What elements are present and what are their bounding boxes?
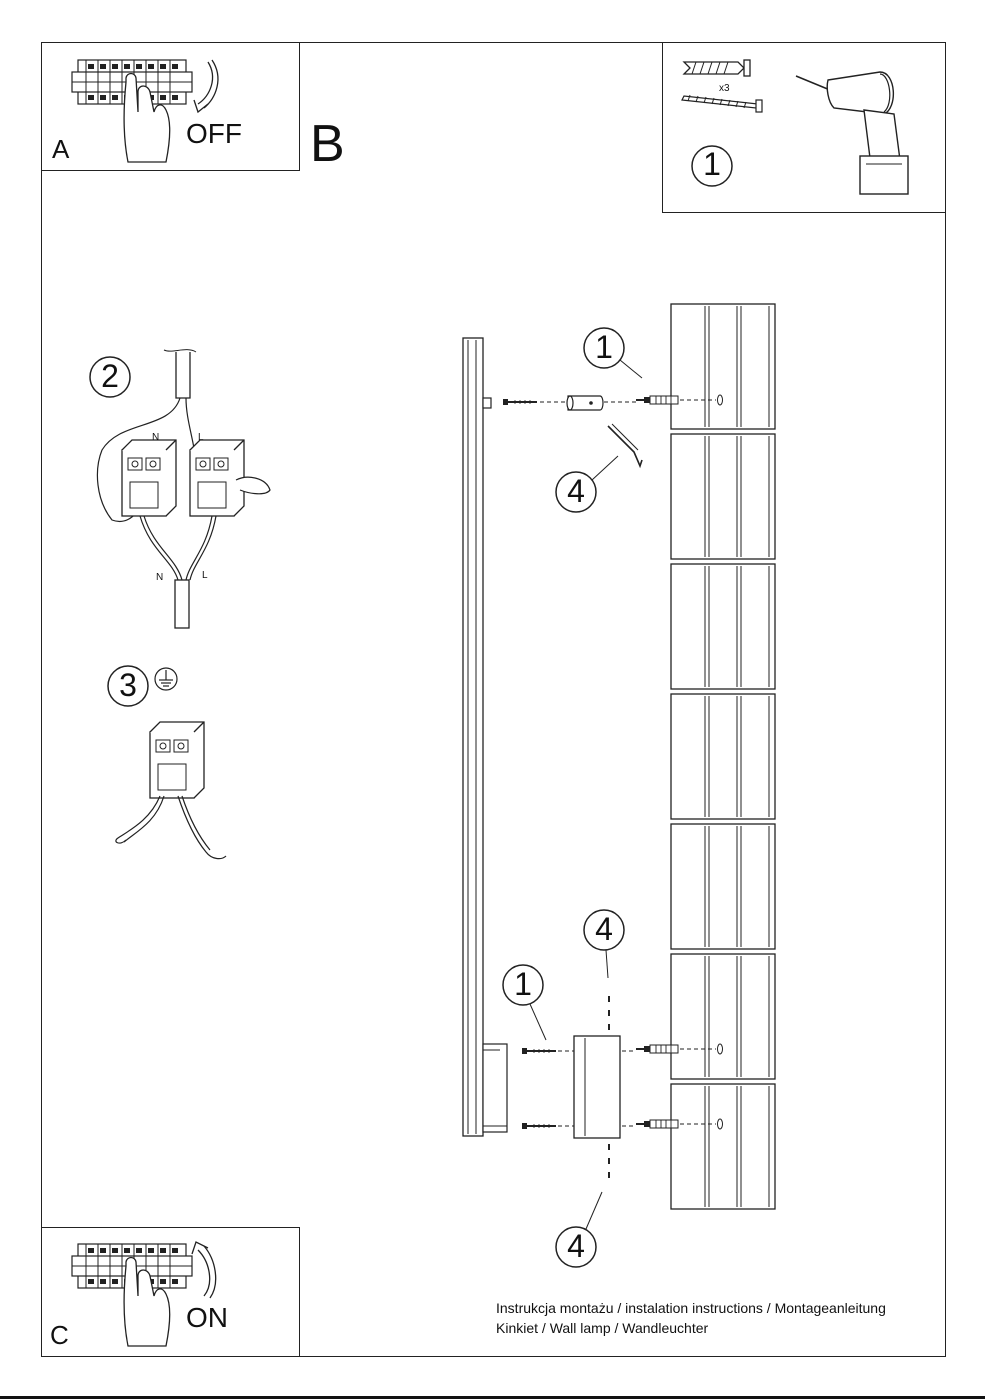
- panel-b-letter: B: [310, 115, 345, 173]
- tools-panel-border: [662, 42, 946, 213]
- ground-step-number: 3: [119, 667, 137, 703]
- step-2-circle: [89, 356, 131, 398]
- page-bottom-rule: [0, 1396, 985, 1399]
- wiring-step-number: 2: [101, 358, 119, 394]
- panel-a-letter: A: [52, 134, 70, 164]
- ground-symbol-icon: [154, 667, 178, 691]
- drill-icon: [795, 71, 909, 195]
- wiring-neutral-label: N: [152, 432, 160, 443]
- breaker-panel-off-illustration: [71, 59, 219, 163]
- ground-terminal-illustration: [115, 721, 227, 860]
- cable-live-label: L: [202, 570, 208, 581]
- cable-neutral-label: N: [156, 572, 164, 583]
- wall-plug-icon: [682, 59, 751, 77]
- wiring-live-label: L: [198, 432, 204, 443]
- top-mount-hardware: [502, 395, 679, 469]
- panel-c-action: ON: [186, 1302, 228, 1333]
- wall-lamp-bar: [462, 337, 508, 1137]
- breaker-panel-on-illustration: [71, 1241, 217, 1347]
- step-1-circle: [691, 145, 733, 187]
- step-3-circle: [107, 665, 149, 707]
- panel-a-border: [41, 42, 300, 171]
- callout-bottom-screw: 1: [514, 966, 532, 1002]
- footer-line-1: Instrukcja montażu / instalation instruc…: [496, 1300, 886, 1316]
- callout-bottom-box: 4: [595, 911, 613, 947]
- panel-c-border: [41, 1227, 300, 1357]
- callout-top-clip: 4: [567, 473, 585, 509]
- callout-top-screw: 1: [595, 329, 613, 365]
- wiring-terminal-illustration: [96, 349, 271, 629]
- panel-c-letter: C: [50, 1320, 69, 1350]
- page-border: [41, 42, 946, 1357]
- tools-quantity: x3: [719, 83, 730, 94]
- callouts: [502, 327, 643, 1268]
- footer-line-2: Kinkiet / Wall lamp / Wandleuchter: [496, 1320, 709, 1336]
- screw-icon: [681, 94, 763, 113]
- panel-a-action: OFF: [186, 118, 242, 149]
- tools-step-number: 1: [703, 146, 721, 182]
- wall-tiles: [670, 303, 776, 1210]
- callout-bottom-clip: 4: [567, 1228, 585, 1264]
- bottom-mount-hardware: [521, 996, 679, 1178]
